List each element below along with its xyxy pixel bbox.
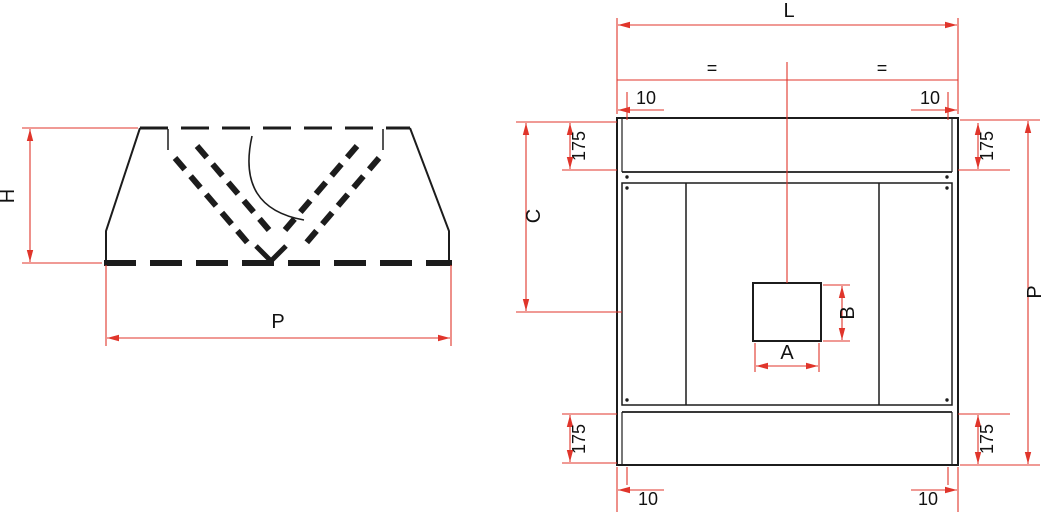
dim-label-h: H — [0, 189, 19, 203]
side-view-dimensions — [22, 127, 452, 346]
baffle-filter-right-inner — [282, 144, 360, 232]
side-view-labels: H P — [0, 189, 285, 333]
dim-label-l: L — [783, 0, 794, 22]
dim-label-10-bottom-left: 10 — [638, 489, 658, 509]
fastener-dot — [625, 398, 629, 402]
dim-label-175-top-left: 175 — [569, 131, 589, 161]
plan-view-dimensions — [516, 18, 1040, 512]
fastener-dots — [625, 175, 949, 402]
dim-label-c: C — [523, 209, 545, 223]
dim-label-10-top-left: 10 — [636, 88, 656, 108]
dim-label-b: B — [837, 306, 859, 319]
dim-label-175-top-right: 175 — [977, 131, 997, 161]
fastener-dot — [625, 175, 629, 179]
side-view: H P — [0, 126, 452, 346]
baffle-filter-left-outer — [172, 156, 256, 251]
dim-label-175-bottom-left: 175 — [569, 424, 589, 454]
plan-view-labels: L = = 10 10 175 175 C P A B 175 175 10 1… — [523, 0, 1046, 509]
dim-label-p-side: P — [271, 311, 284, 333]
duct-collar-rect — [752, 282, 822, 342]
gutter-v-right — [269, 244, 288, 263]
dim-label-10-bottom-right: 10 — [918, 489, 938, 509]
dim-label-p-plan: P — [1024, 285, 1046, 298]
eq-mark-left: = — [707, 58, 718, 78]
dim-label-175-bottom-right: 175 — [977, 424, 997, 454]
fastener-dot — [945, 398, 949, 402]
fastener-dot — [945, 186, 949, 190]
airflow-arc — [248, 135, 305, 221]
side-view-geometry — [104, 126, 452, 266]
plan-view: L = = 10 10 175 175 C P A B 175 175 10 1… — [516, 0, 1046, 512]
hood-left-side — [105, 127, 141, 262]
hood-right-side — [409, 127, 450, 262]
dim-label-10-top-right: 10 — [920, 88, 940, 108]
plan-view-geometry — [616, 117, 959, 466]
fastener-dot — [945, 175, 949, 179]
dim-label-a: A — [780, 342, 794, 364]
baffle-filter-left-inner — [194, 144, 272, 232]
gutter-v-left — [254, 244, 273, 263]
eq-mark-right: = — [877, 58, 888, 78]
fastener-dot — [625, 186, 629, 190]
baffle-filter-right-outer — [298, 156, 382, 251]
